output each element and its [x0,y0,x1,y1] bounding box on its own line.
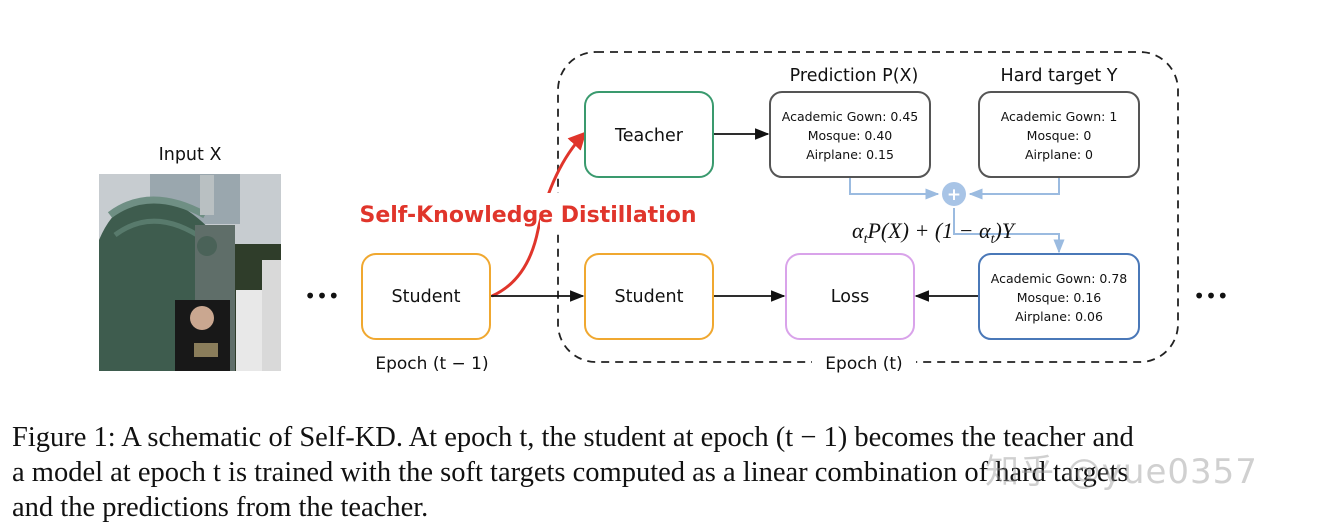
plus-node [942,182,966,206]
hard-target-header: Hard target Y [1001,66,1118,86]
merge-line-prediction [849,178,940,200]
soft-target-box [978,253,1140,340]
caption-line-3: and the predictions from the teacher. [12,492,429,523]
soft-target-formula: αtP(X) + (1 − αt)Y [852,218,1017,247]
soft-target-line-2: Mosque: 0.16 [1017,290,1102,305]
prediction-header: Prediction P(X) [790,66,919,86]
hard-target-box [978,91,1140,178]
student-prev-label: Student [392,287,461,307]
prediction-line-3: Airplane: 0.15 [806,147,894,162]
merge-line-output [953,208,1065,254]
epoch-current-label: Epoch (t) [825,354,902,374]
soft-target-line-3: Airplane: 0.06 [1015,309,1103,324]
prediction-line-1: Academic Gown: 0.45 [782,109,918,124]
plus-symbol: + [947,185,961,205]
student-box [584,253,714,340]
self-kd-label: Self-Knowledge Distillation [359,203,696,228]
caption-line-2: a model at epoch t is trained with the s… [12,457,1129,488]
watermark: 知乎 @yue0357 [985,452,1258,492]
student-prev-box [361,253,491,340]
input-label: Input X [159,145,222,165]
ellipsis-right: ••• [1193,284,1228,308]
input-image [99,174,281,371]
hard-target-line-3: Airplane: 0 [1025,147,1093,162]
prediction-line-2: Mosque: 0.40 [808,128,893,143]
merge-line-hard-target [968,178,1060,200]
self-kd-arrow [491,131,587,298]
epoch-prev-label: Epoch (t − 1) [375,354,488,374]
student-label: Student [615,287,684,307]
teacher-box [584,91,714,178]
soft-target-line-1: Academic Gown: 0.78 [991,271,1128,286]
hard-target-line-1: Academic Gown: 1 [1001,109,1118,124]
ellipsis-left: ••• [304,284,339,308]
caption-line-1: Figure 1: A schematic of Self-KD. At epo… [12,422,1134,453]
figure-caption: Figure 1: A schematic of Self-KD. At epo… [12,420,1307,525]
loss-box [785,253,915,340]
prediction-box [769,91,931,178]
loss-label: Loss [831,287,869,307]
teacher-label: Teacher [614,126,684,146]
hard-target-line-2: Mosque: 0 [1027,128,1092,143]
